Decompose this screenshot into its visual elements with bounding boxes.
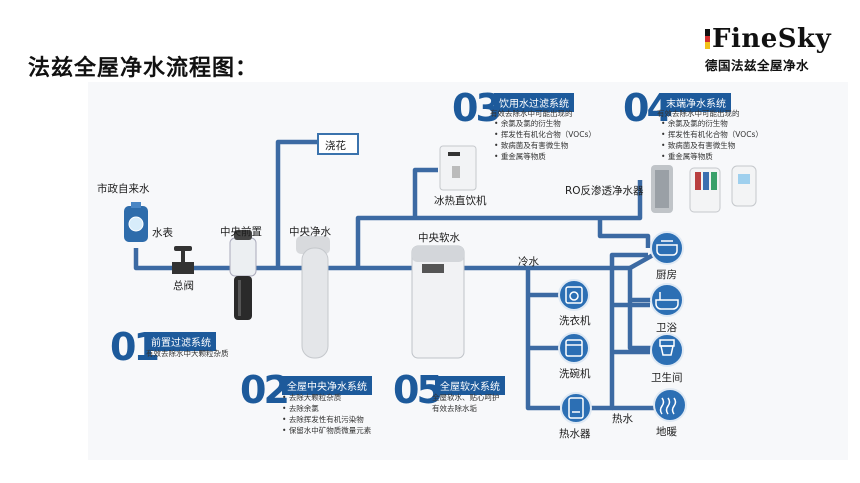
purifier-label: 中央净水 xyxy=(289,226,331,238)
bullet-item: 重金属等物质 xyxy=(494,152,596,163)
bullet-item: 致病菌及有害微生物 xyxy=(661,141,763,152)
system-number: 03 xyxy=(452,86,502,130)
flower-branch-pipe xyxy=(275,139,318,268)
system-03-desc: 有效去除水中可能出现的 xyxy=(490,109,573,118)
brand-logo-text: FineSky xyxy=(712,24,832,54)
flower-label-box xyxy=(317,133,359,155)
bullet-item: 余氯及氯的衍生物 xyxy=(661,119,763,130)
bullet-item: 重金属等物质 xyxy=(661,152,763,163)
system-03: 03 xyxy=(452,86,502,130)
hot-water-riser-pipe xyxy=(590,252,648,411)
desc-line: 有效去除水垢 xyxy=(432,403,477,413)
system-03-bullets: 余氯及氯的衍生物 挥发性有机化合物（VOCs） 致病菌及有害微生物 重金属等物质 xyxy=(494,119,596,163)
dispenser-branch-pipe xyxy=(412,167,438,218)
bathroom-label: 卫浴 xyxy=(656,322,677,334)
cold-water-main-pipe xyxy=(462,265,662,303)
system-05-desc: 全屋软水、贴心呵护 有效去除水垢 xyxy=(432,393,500,415)
water-heater-label: 热水器 xyxy=(559,428,591,440)
dispenser-device-icon xyxy=(439,145,477,191)
system-02: 02 xyxy=(240,368,290,412)
appliance-cold-pipe xyxy=(525,268,560,411)
water-meter-icon xyxy=(124,202,148,242)
toilet-label: 卫生间 xyxy=(651,372,683,384)
dispenser-label: 冰热直饮机 xyxy=(434,195,487,207)
system-01-title: 前置过滤系统 xyxy=(146,332,216,351)
bullet-item: 保留水中矿物质微量元素 xyxy=(282,426,372,437)
flag-stripe-gold xyxy=(705,42,710,50)
prefilter-device-icon xyxy=(229,230,257,320)
german-flag-icon xyxy=(705,29,710,50)
main-valve-label: 总阀 xyxy=(173,280,194,292)
kitchen-label: 厨房 xyxy=(656,269,677,281)
water-heater-icon xyxy=(560,392,592,424)
hot-water-label: 热水 xyxy=(612,413,633,425)
system-number: 05 xyxy=(393,368,443,412)
system-number: 02 xyxy=(240,368,290,412)
purifier-tank-icon xyxy=(296,236,330,359)
system-02-title: 全屋中央净水系统 xyxy=(282,376,372,395)
ro-purifier-devices-icon xyxy=(651,165,757,213)
system-04-bullets: 余氯及氯的衍生物 挥发性有机化合物（VOCs） 致病菌及有害微生物 重金属等物质 xyxy=(661,119,763,163)
softener-device-icon xyxy=(411,245,465,359)
main-valve-icon xyxy=(172,246,194,274)
ro-purifier-label: RO反渗透净水器 xyxy=(565,185,644,197)
bathtub-icon xyxy=(650,283,684,317)
floor-heating-label: 地暖 xyxy=(656,426,677,438)
bullet-item: 去除大颗粒杂质 xyxy=(282,393,371,404)
system-05-title: 全屋软水系统 xyxy=(435,376,505,395)
pipe-lines xyxy=(133,139,664,411)
bullet-item: 挥发性有机化合物（VOCs） xyxy=(494,130,596,141)
softener-label: 中央软水 xyxy=(418,232,460,244)
water-meter-label: 水表 xyxy=(152,227,173,239)
city-water-label: 市政自来水 xyxy=(97,183,150,195)
bullet-item: 去除余氯 xyxy=(282,404,371,415)
washing-machine-icon xyxy=(558,279,590,311)
dishwasher-icon xyxy=(558,332,590,364)
system-05: 05 xyxy=(393,368,443,412)
desc-line: 全屋软水、贴心呵护 xyxy=(432,393,500,402)
kitchen-supply-pipe xyxy=(597,218,651,248)
floor-heating-icon xyxy=(653,388,687,422)
dishwasher-label: 洗碗机 xyxy=(559,368,591,380)
prefilter-label: 中央前置 xyxy=(220,226,262,238)
system-02-bullets: 去除大颗粒杂质 去除余氯 去除挥发性有机污染物 保留水中矿物质微量元素 xyxy=(282,393,372,437)
cold-water-label: 冷水 xyxy=(518,256,539,268)
system-01-desc: 有效去除水中大颗粒杂质 xyxy=(146,349,229,358)
main-pipe xyxy=(133,248,425,271)
flag-stripe-black xyxy=(705,29,710,36)
page-title: 法兹全屋净水流程图： xyxy=(28,56,259,81)
bullet-item: 致病菌及有害微生物 xyxy=(494,141,596,152)
washing-machine-label: 洗衣机 xyxy=(559,315,591,327)
system-04-title: 末端净水系统 xyxy=(661,93,731,112)
upper-supply-pipe xyxy=(355,180,643,268)
bullet-item: 余氯及氯的衍生物 xyxy=(494,119,596,130)
brand-subtitle: 德国法兹全屋净水 xyxy=(705,58,810,73)
bullet-item: 去除挥发性有机污染物 xyxy=(282,415,371,426)
system-03-title: 饮用水过滤系统 xyxy=(494,93,574,112)
toilet-icon xyxy=(650,333,684,367)
flag-stripe-red xyxy=(705,35,710,43)
flower-label: 浇花 xyxy=(325,140,346,152)
bullet-item: 挥发性有机化合物（VOCs） xyxy=(661,130,763,141)
system-04-desc: 有效去除水中可能出现的 xyxy=(657,109,740,118)
kitchen-pot-icon xyxy=(650,231,684,265)
